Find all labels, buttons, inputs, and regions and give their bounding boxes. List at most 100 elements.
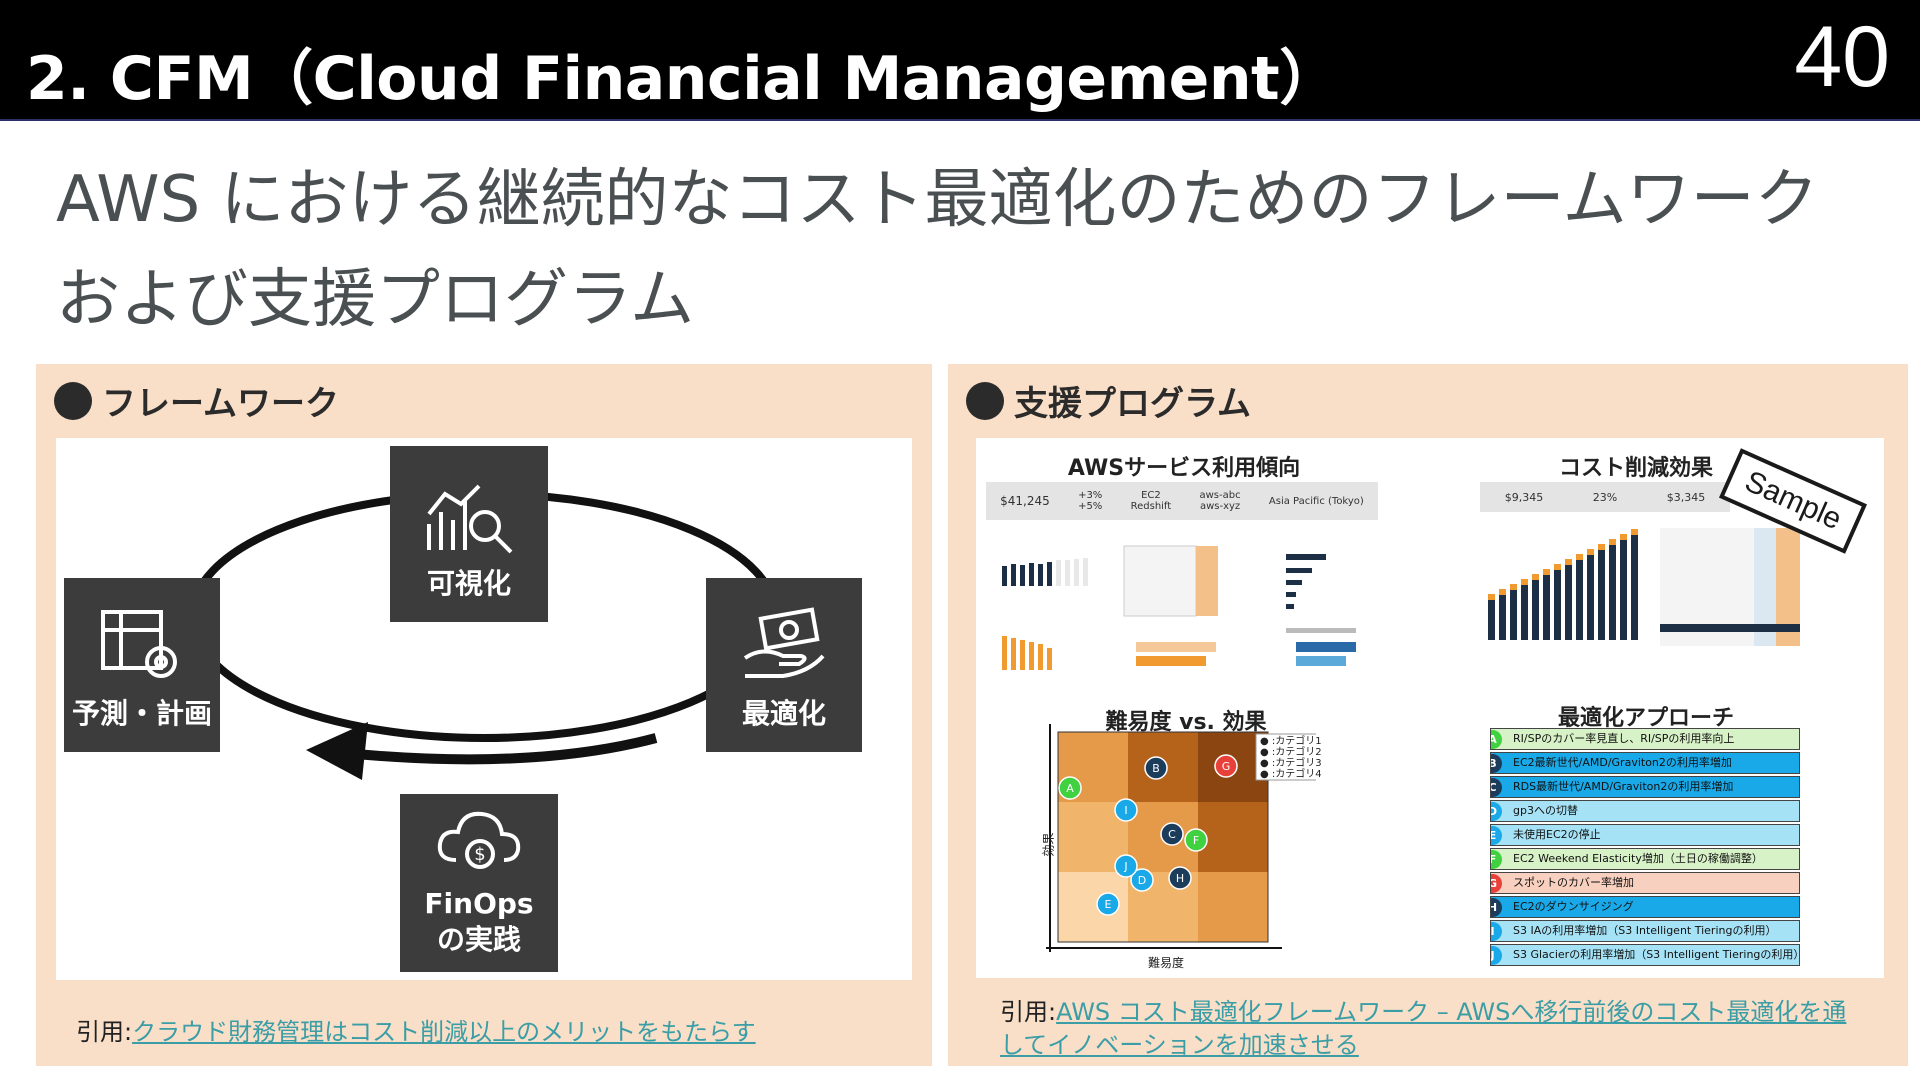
legend-item-2: ● :カテゴリ2 [1260,747,1322,758]
savings-bar-top [1510,584,1517,590]
savings-bar-top [1532,574,1539,580]
page-number: 40 [1794,9,1890,105]
usage-kpi-region: Asia Pacific (Tokyo) [1268,495,1364,507]
svg-text:J: J [1123,860,1127,873]
savings-bar [1521,585,1528,640]
svg-text:I: I [1124,804,1127,817]
svg-text:G: G [1222,760,1231,773]
blueprint-gear-icon [101,610,177,678]
usage-kpi-total: $41,245 [1000,494,1050,508]
svg-text:C: C [1168,828,1176,841]
approach-item: C RDS最新世代/AMD/Graviton2の利用率増加 [1490,776,1800,798]
support-citation: 引用:AWS コスト最適化フレームワーク – AWSへ移行前後のコスト最適化を通… [1000,996,1860,1062]
approach-text: RI/SPのカバー率見直し、RI/SPの利用率向上 [1513,732,1735,745]
finops-label-line2: の実践 [436,923,521,956]
approach-key-badge: I [1491,922,1502,941]
savings-bar-top [1554,564,1561,570]
savings-bar-top [1598,544,1605,550]
approach-item: A RI/SPのカバー率見直し、RI/SPの利用率向上 [1490,728,1800,750]
savings-kpi-rate: 23% [1592,490,1618,504]
savings-bar-top [1576,554,1583,560]
support-citation-link[interactable]: AWS コスト最適化フレームワーク – AWSへ移行前後のコスト最適化を通してイ… [1000,998,1847,1059]
savings-bar [1488,600,1495,640]
savings-bar-top [1521,579,1528,585]
usage-kpi-growth-2: +5% [1078,501,1103,512]
savings-kpi-monthly: $3,345 [1666,490,1706,504]
bullet-icon [54,381,92,420]
framework-panel: フレームワーク 可視化 [36,364,932,1066]
savings-bar-top [1620,534,1627,540]
savings-bar [1554,570,1561,640]
usage-mini-charts [1002,545,1356,670]
savings-bar-top [1631,529,1638,535]
approach-key-badge: C [1491,778,1502,797]
optimize-node: 最適化 [706,578,862,752]
svg-text:H: H [1176,872,1184,885]
difficulty-effect-matrix: A B C D E F G H I J [1046,724,1316,952]
usage-kpi-service-1: EC2 [1141,490,1161,501]
approach-card-title: 最適化アプローチ [1557,706,1734,731]
matrix-point: B [1144,756,1168,780]
approach-item: BEC2最新世代/AMD/Graviton2の利用率増加 [1490,752,1800,774]
matrix-point: D [1130,868,1154,892]
approach-text: S3 Glacierの利用率増加（S3 Intelligent Tieringの… [1513,948,1800,961]
savings-kpi-band: $9,345 23% $3,345 [1480,482,1730,512]
optimize-label: 最適化 [741,697,826,730]
approach-key-badge: J [1491,946,1502,965]
visualize-label: 可視化 [426,567,511,600]
savings-bar [1576,560,1583,640]
savings-bar-top [1488,594,1495,600]
approach-text: EC2 Weekend Elasticity増加（土日の稼働調整） [1513,852,1763,865]
usage-kpi-growth-1: +3% [1078,490,1103,501]
svg-text:F: F [1193,834,1199,847]
approach-text: 未使用EC2の停止 [1513,828,1601,841]
legend-item-1: ● :カテゴリ1 [1260,736,1322,747]
matrix-point: G [1214,754,1238,778]
approach-item: Dgp3への切替 [1490,800,1800,822]
bullet-icon [966,381,1004,420]
savings-bar [1631,535,1638,640]
approach-key-badge: G [1491,874,1502,893]
savings-bar [1598,550,1605,640]
matrix-point: I [1114,798,1138,822]
usage-kpi-account-1: aws-abc [1199,490,1241,501]
legend-label-1: カテゴリ1 [1275,736,1322,747]
approach-key-badge: A [1491,730,1502,749]
savings-bar [1609,545,1616,640]
framework-citation-link[interactable]: クラウド財務管理はコスト削減以上のメリットをもたらす [132,1018,756,1046]
savings-card-title: コスト削減効果 [1558,456,1713,481]
cloud-dollar-icon: $ [437,811,521,869]
legend-item-4: ● :カテゴリ4 [1260,769,1322,780]
legend-label-2: カテゴリ2 [1275,747,1322,758]
legend-label-4: カテゴリ4 [1275,769,1322,780]
approach-item: Gスポットのカバー率増加 [1490,872,1800,894]
matrix-point: J [1114,854,1138,878]
approach-text: RDS最新世代/AMD/Graviton2の利用率増加 [1513,780,1734,793]
visualize-node: 可視化 [390,446,548,622]
matrix-x-axis-label: 難易度 [1148,956,1185,970]
finops-label-line1: FinOps [424,887,534,920]
approach-text: EC2のダウンサイジング [1513,900,1634,913]
framework-heading-label: フレームワーク [102,384,339,424]
approach-key-badge: H [1491,898,1502,917]
matrix-point: H [1168,866,1192,890]
svg-text:E: E [1105,898,1112,911]
savings-bar-top [1543,569,1550,575]
svg-text:$: $ [474,844,485,865]
matrix-point: C [1160,822,1184,846]
approach-key-badge: E [1491,826,1502,845]
framework-citation: 引用:クラウド財務管理はコスト削減以上のメリットをもたらす [76,1016,756,1049]
slide-subtitle: AWS における継続的なコスト最適化のためのフレームワークおよび支援プログラム [56,163,1819,337]
svg-text:A: A [1066,782,1074,795]
savings-bar-top [1499,589,1506,595]
forecast-label: 予測・計画 [71,697,212,730]
support-heading-label: 支援プログラム [1014,384,1251,424]
usage-card-title: AWSサービス利用傾向 [1067,456,1301,481]
framework-diagram: 可視化 予測・計画 最適化 [56,438,912,980]
matrix-point: E [1096,892,1120,916]
